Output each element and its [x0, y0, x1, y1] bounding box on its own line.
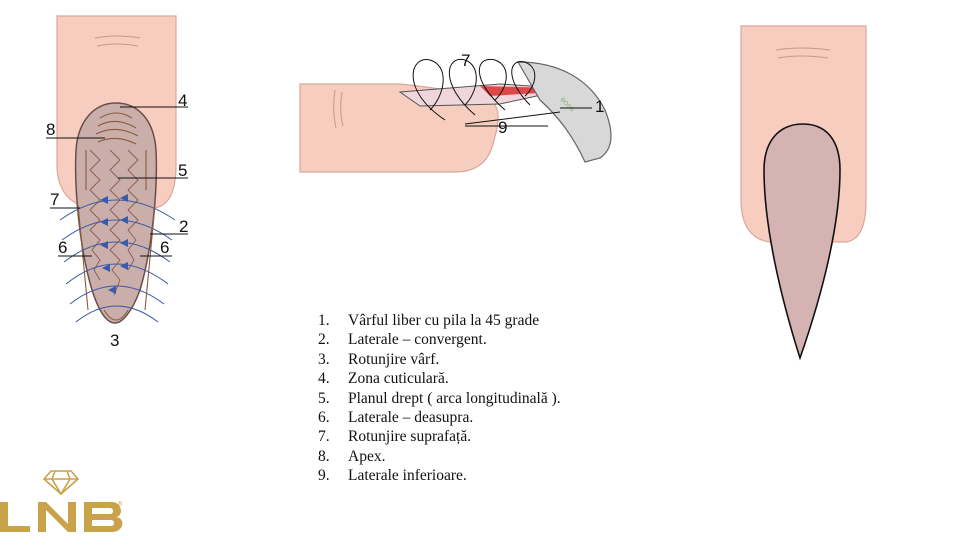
- legend-item: 5. Planul drept ( arca longitudinală ).: [318, 389, 561, 408]
- label-6-right: 6: [160, 238, 169, 257]
- label-4: 4: [178, 91, 187, 110]
- right-finger-crease: [775, 47, 831, 59]
- legend-text: Laterale inferioare.: [348, 467, 467, 485]
- label-9: 9: [498, 118, 507, 137]
- left-pointer-lines: [46, 106, 188, 257]
- middle-curl-arrows: [412, 58, 561, 127]
- label-7-middle: 7: [461, 51, 470, 70]
- legend-text: Laterale – deasupra.: [348, 409, 474, 427]
- legend-num: 2.: [318, 331, 330, 349]
- logo-letters: [0, 502, 123, 532]
- legend-text: Rotunjire suprafață.: [348, 428, 472, 446]
- legend-list: 1. Vârful liber cu pila la 45 grade 2. Lat…: [318, 311, 561, 486]
- label-2: 2: [179, 217, 188, 236]
- legend-num: 1.: [318, 312, 330, 329]
- right-stiletto-nail: [763, 123, 841, 361]
- label-6-left: 6: [58, 238, 67, 257]
- label-7: 7: [50, 190, 59, 209]
- left-blue-arrowheads: [100, 194, 128, 294]
- legend-num: 3.: [318, 350, 330, 368]
- legend-item: 2. Laterale – convergent.: [318, 330, 561, 349]
- label-1: 1: [595, 97, 604, 116]
- logo-trademark: ®: [118, 501, 123, 508]
- left-surface-arcs: [59, 199, 176, 323]
- legend-num: 9.: [318, 467, 330, 485]
- left-side-arrows: [77, 150, 156, 321]
- legend-text: Vârful liber cu pila la 45 grade: [348, 312, 540, 329]
- legend-num: 4.: [318, 370, 330, 388]
- legend-num: 6.: [318, 409, 330, 427]
- middle-finger: [299, 83, 499, 173]
- label-3: 3: [110, 331, 119, 350]
- legend-num: 8.: [318, 447, 330, 465]
- legend-item: 6. Laterale – deasupra.: [318, 408, 561, 427]
- legend-item: 7. Rotunjire suprafață.: [318, 427, 561, 446]
- label-8: 8: [46, 120, 55, 139]
- legend-text: Apex.: [348, 447, 386, 465]
- left-finger-crease: [94, 35, 141, 47]
- legend-item: 3. Rotunjire vârf.: [318, 350, 561, 369]
- middle-knuckle-lines: [333, 89, 344, 129]
- middle-file: [516, 61, 612, 163]
- legend-item: 1. Vârful liber cu pila la 45 grade: [318, 311, 561, 330]
- legend-item: 9. Laterale inferioare.: [318, 466, 561, 485]
- legend-text: Zona cuticulară.: [348, 370, 449, 388]
- legend-num: 7.: [318, 428, 330, 446]
- legend-text: Laterale – convergent.: [348, 331, 487, 349]
- label-5: 5: [178, 161, 187, 180]
- left-apex-scribble: [95, 112, 139, 145]
- legend-item: 4. Zona cuticulară.: [318, 369, 561, 388]
- legend-num: 5.: [318, 389, 330, 407]
- diamond-icon: [42, 470, 80, 496]
- legend-text: Rotunjire vârf.: [348, 350, 440, 368]
- legend-item: 8. Apex.: [318, 447, 561, 466]
- legend-text: Planul drept ( arca longitudinală ).: [348, 389, 561, 407]
